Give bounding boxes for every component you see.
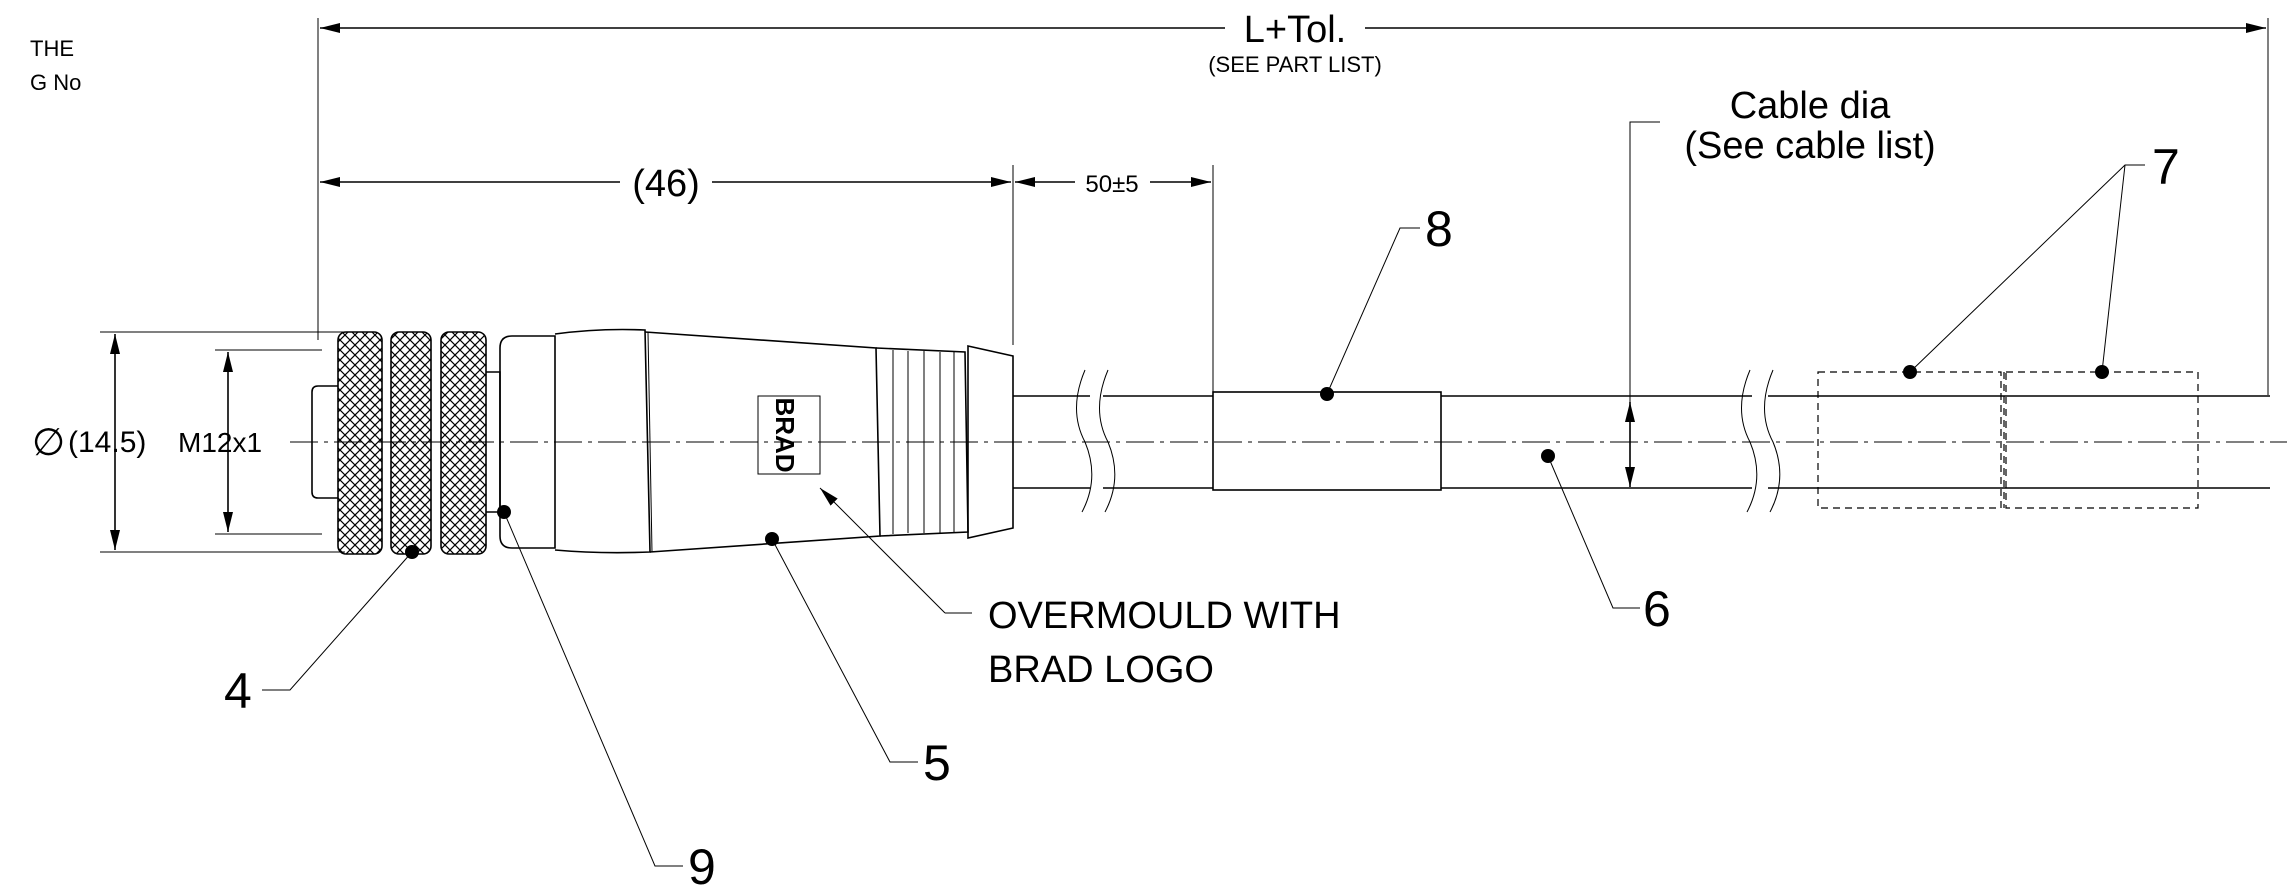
diameter-label: (14.5) [68,426,146,459]
callout-6-label: 6 [1643,581,1671,637]
overmould-line1: OVERMOULD WITH [988,595,1341,637]
callout-4-label: 4 [224,663,252,719]
overall-length-note: (SEE PART LIST) [1208,52,1382,77]
callout-9: 9 [497,505,716,888]
marker-sleeve-1 [1817,371,2002,509]
overall-length-label: L+Tol. [1244,9,1346,51]
offset-label: 50±5 [1085,171,1138,198]
callout-8: 8 [1320,201,1453,401]
label-sleeve [1212,391,1442,491]
callout-5-label: 5 [923,735,951,791]
diameter-symbol: ∅ [32,422,65,464]
callout-5: 5 [765,532,951,791]
callout-6: 6 [1541,449,1671,637]
connector-body: BRAD [311,328,1014,555]
coupling-nut-knurl-2 [390,331,432,555]
brad-logo [757,395,821,475]
diameter-dimension: ∅ (14.5) M12x1 [32,331,345,553]
overall-length-dimension: L+Tol. (SEE PART LIST) [317,9,2269,395]
thread-label: M12x1 [178,427,262,458]
offset-dimension: 50±5 [1015,165,1214,395]
corner-note-line1: THE [30,36,74,61]
callout-8-label: 8 [1425,201,1453,257]
cable [1013,369,2270,513]
coupling-nut-knurl-3 [440,331,487,555]
callout-9-label: 9 [688,839,716,888]
overmould-line2: BRAD LOGO [988,649,1214,691]
brad-logo-text: BRAD [770,397,800,472]
connector-length-label: (46) [632,163,700,205]
corner-note-line2: G No [30,70,81,95]
callout-overmould: OVERMOULD WITH BRAD LOGO [819,487,1341,691]
connector-length-dimension: (46) [320,163,1014,345]
coupling-nut-knurl-1 [337,331,383,555]
cable-dia-line1: Cable dia [1730,85,1891,127]
callout-7: 7 [1903,139,2180,379]
callout-7-label: 7 [2152,139,2180,195]
callout-4: 4 [224,545,419,719]
cable-dia-dimension: Cable dia (See cable list) [1625,85,1936,487]
cable-dia-line2: (See cable list) [1684,125,1935,167]
